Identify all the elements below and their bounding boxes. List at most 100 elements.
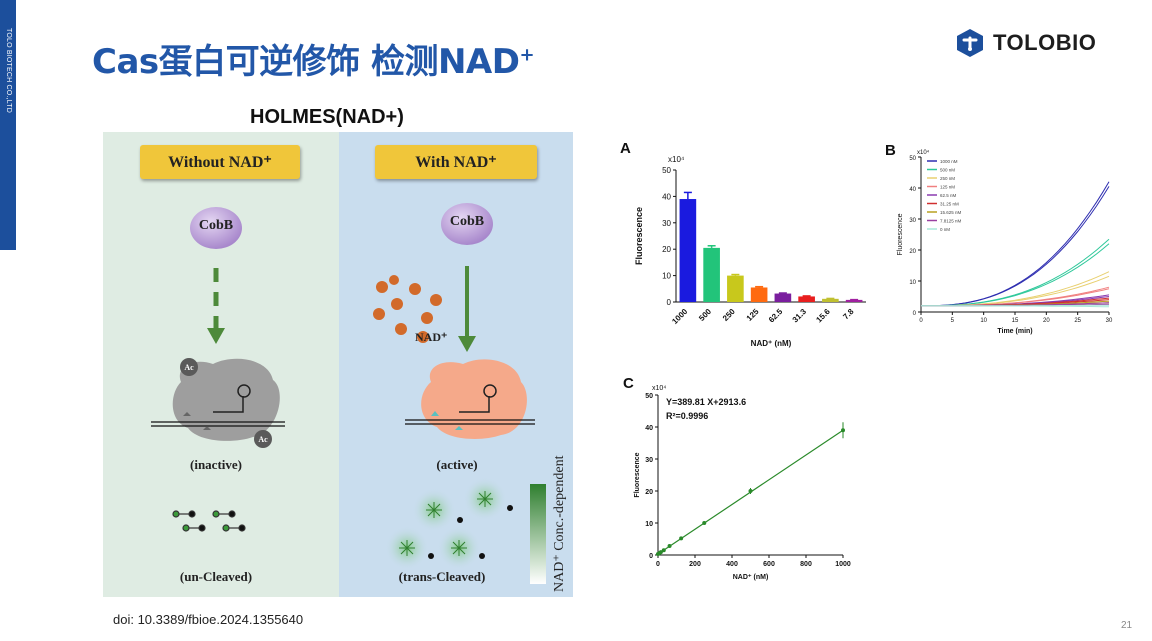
uncleaved-label: (un-Cleaved) [179,569,253,584]
chart-b-legend-label: 31.25 nM [940,202,959,207]
chart-c-x-label: NAD⁺ (nM) [733,574,769,581]
chart-b-x-tick-label: 30 [1106,318,1113,324]
chart-c-x-tick-label: 200 [689,561,701,568]
cobb-ellipse-left [190,207,242,249]
chart-c-x-tick-label: 800 [800,561,812,568]
chart-b-y-tick-label: 40 [909,187,916,193]
panel-a-letter: A [620,140,631,157]
panel-b-letter: B [885,142,896,159]
cobb-label-left: CobB [198,218,234,233]
chart-c-y-tick-label: 50 [645,393,653,400]
chart-c-y-tick-label: 0 [649,553,653,560]
chart-c-y-label: Fluorescence [634,452,641,497]
chart-a-bar [679,199,697,302]
chart-a-y-tick-label: 0 [667,298,672,307]
chart-c-point [702,521,707,525]
page-number: 21 [1121,620,1133,631]
chart-c-x-tick-label: 1000 [835,561,851,568]
sidebar-company-text: TOLO BIOTECH CO.,LTD [5,28,12,114]
chart-a-bar [727,275,744,302]
chart-b-legend-label: 15.625 nM [940,210,962,215]
chart-c-point [661,548,666,553]
chart-c-point [679,536,684,541]
chart-a-bar [822,298,839,302]
chart-b-y-tick-label: 50 [909,156,916,162]
chart-c-x-tick-label: 600 [763,561,775,568]
chart-a-bar [798,296,815,302]
chart-b-legend-label: 500 nM [940,168,955,173]
active-cas-shape [421,359,527,439]
side-bar [0,0,16,250]
chart-a-x-tick-label: 1000 [670,307,689,326]
chart-c-y-tick-label: 30 [645,457,653,464]
chart-b-y-tick-label: 0 [913,311,917,317]
cleaved-reporters [385,477,513,570]
chart-b-x-tick-label: 5 [951,318,955,324]
concentration-gradient-bar [530,484,546,584]
chart-a-y-tick-label: 50 [662,166,671,175]
cobb-ellipse-right [441,203,493,245]
chart-b-x-tick-label: 0 [919,318,923,324]
chart-b-y-label: Fluorescence [897,213,904,255]
chart-a-y-tick-label: 20 [662,245,671,254]
active-label: (active) [436,457,478,472]
with-nad-tag: With NAD⁺ [375,145,537,179]
chart-c-y-tick-label: 20 [645,489,653,496]
without-nad-tag: Without NAD⁺ [140,145,300,179]
chart-a-y-scale: x10⁴ [668,155,685,164]
trans-cleaved-label: (trans-Cleaved) [398,569,486,584]
panel-c-letter: C [623,375,634,392]
chart-b-x-label: Time (min) [997,328,1032,335]
nad-molecules [373,275,442,343]
chart-b-series-line [921,305,1109,308]
chart-a-x-tick-label: 15.6 [814,307,832,325]
inactive-label: (inactive) [190,457,242,472]
concentration-label: NAD⁺ Conc.-dependent [552,455,567,592]
chart-a-x-tick-label: 500 [697,307,713,323]
chart-a-y-label: Fluorescence [634,207,644,265]
doi-text: doi: 10.3389/fbioe.2024.1355640 [113,612,304,627]
chart-a-bar [703,247,720,302]
chart-b-x-tick-label: 25 [1074,318,1081,324]
chart-c-x-tick-label: 0 [656,561,660,568]
chart-c-point [667,544,672,549]
ac-label-top: Ac [184,363,194,372]
chart-b-legend-label: 0 nM [940,227,950,232]
chart-a-y-tick-label: 40 [662,192,671,201]
without-nad-drawing: Ac Ac [151,207,285,532]
chart-b-legend-label: 62.5 nM [940,193,957,198]
chart-b-legend-label: 1000 nM [940,159,958,164]
schematic-with-nad: With NAD⁺ [339,132,573,597]
uncleaved-reporters [172,510,246,532]
chart-b-legend-label: 7.8125 nM [940,219,962,224]
chart-b-legend-label: 125 nM [940,185,955,190]
company-logo: TOLOBIO [955,28,1096,58]
holmes-heading: HOLMES(NAD+) [250,106,404,128]
solid-arrow-head-right [458,336,476,352]
logo-text: TOLOBIO [993,30,1097,55]
slide-title: Cas蛋白可逆修饰 检测NAD+ [92,34,535,83]
chart-a-bar [750,287,768,302]
ac-label-bottom: Ac [258,435,268,444]
chart-a-x-tick-label: 125 [745,307,761,323]
chart-b-legend-label: 250 nM [940,176,955,181]
dashed-arrow-head-left [207,328,225,344]
nad-label: NAD⁺ [415,330,448,344]
chart-c-y-tick-label: 40 [645,425,653,432]
with-nad-drawing [373,203,546,584]
chart-b-y-tick-label: 10 [909,280,916,286]
slide-title-text: Cas蛋白可逆修饰 检测NAD [92,42,520,82]
chart-c-y-tick-label: 10 [645,521,653,528]
chart-a-x-tick-label: 31.3 [791,307,809,325]
chart-a-y-tick-label: 30 [662,219,671,228]
chart-b-y-tick-label: 20 [909,249,916,255]
chart-b-x-tick-label: 10 [980,318,987,324]
inactive-cas-shape [172,358,280,441]
chart-c-equation: Y=389.81 X+2913.6 [666,397,746,407]
chart-a-x-label: NAD⁺ (nM) [751,339,792,348]
chart-c-point [658,550,663,555]
chart-b-y-scale: x10⁴ [917,149,930,156]
